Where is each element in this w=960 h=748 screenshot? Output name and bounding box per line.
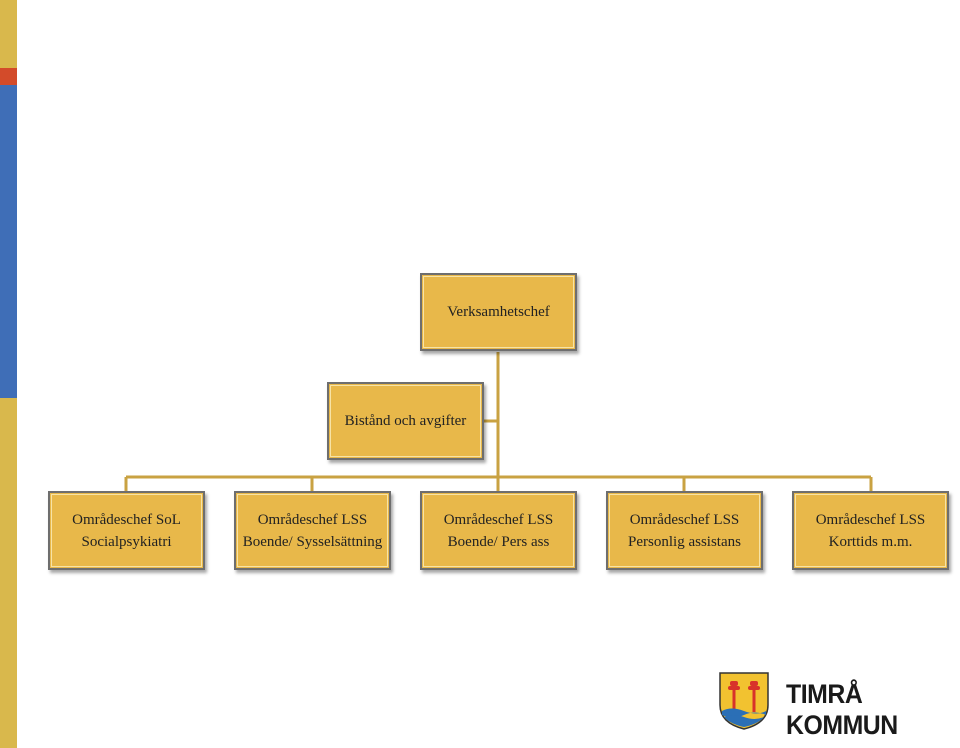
node-title: Områdeschef LSS bbox=[815, 511, 926, 528]
node-bistand-och-avgifter: Bistånd och avgifter bbox=[327, 382, 484, 460]
node-unit-1: Områdeschef SoL Socialpsykiatri bbox=[48, 491, 205, 570]
stripe-red bbox=[0, 68, 17, 85]
node-subtitle: Boende/ Sysselsättning bbox=[242, 533, 383, 550]
node-verksamhetschef: Verksamhetschef bbox=[420, 273, 577, 351]
node-subtitle: Boende/ Pers ass bbox=[447, 533, 550, 550]
stripe-yellow-top bbox=[0, 0, 17, 68]
stripe-blue bbox=[0, 85, 17, 398]
node-title: Områdeschef LSS bbox=[443, 511, 554, 528]
timra-coat-of-arms-icon bbox=[719, 672, 769, 730]
node-subtitle: Korttids m.m. bbox=[828, 533, 913, 550]
node-label: Verksamhetschef bbox=[447, 304, 550, 320]
node-subtitle: Socialpsykiatri bbox=[81, 533, 172, 550]
logo-text: TIMRÅ KOMMUN bbox=[786, 679, 898, 740]
stripe-yellow-bottom bbox=[0, 398, 17, 748]
node-title: Områdeschef LSS bbox=[257, 511, 368, 528]
node-subtitle: Personlig assistans bbox=[628, 533, 741, 550]
node-unit-5: Områdeschef LSS Korttids m.m. bbox=[792, 491, 949, 570]
node-unit-4: Områdeschef LSS Personlig assistans bbox=[606, 491, 763, 570]
node-title: Områdeschef LSS bbox=[629, 511, 740, 528]
node-unit-3: Områdeschef LSS Boende/ Pers ass bbox=[420, 491, 577, 570]
node-label: Bistånd och avgifter bbox=[344, 413, 467, 429]
node-unit-2: Områdeschef LSS Boende/ Sysselsättning bbox=[234, 491, 391, 570]
node-title: Områdeschef SoL bbox=[72, 511, 181, 528]
